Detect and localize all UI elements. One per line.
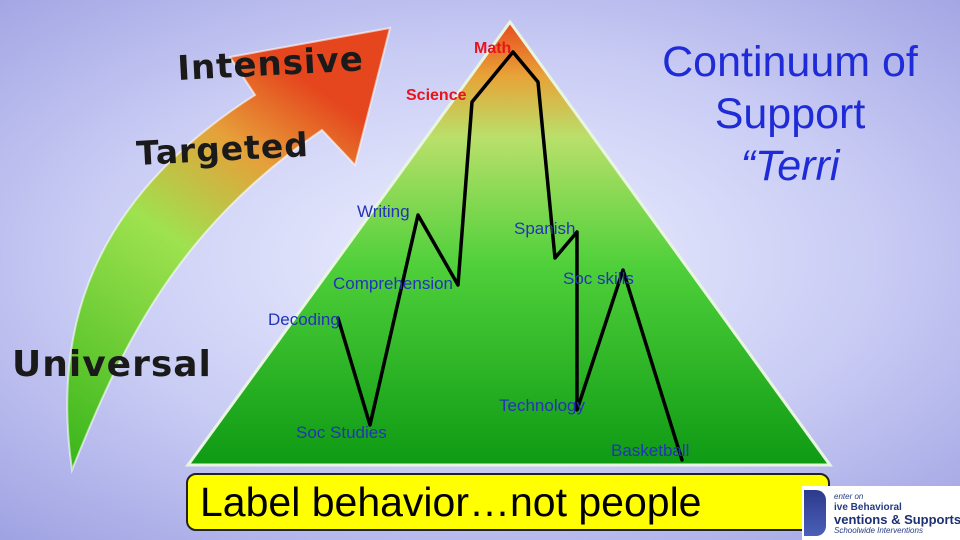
- skill-label-science: Science: [406, 87, 467, 104]
- tier-label-targeted: Targeted: [135, 125, 309, 173]
- skill-profile-line: [336, 50, 684, 462]
- tier-label-intensive: Intensive: [176, 39, 364, 89]
- tier-label-universal: Universal: [12, 344, 212, 385]
- logo-line-1: enter on: [834, 492, 864, 501]
- title-line-3: “Terri: [740, 142, 840, 190]
- slide-title: Continuum of Support “Terri: [630, 36, 950, 192]
- skill-label-comprehension: Comprehension: [333, 274, 453, 293]
- skill-label-soc-studies: Soc Studies: [296, 423, 387, 442]
- skill-label-soc-skills: Soc skills: [563, 269, 634, 288]
- logo-line-2: ive Behavioral: [834, 502, 902, 513]
- title-line-1: Continuum of: [662, 38, 918, 86]
- skill-label-basketball: Basketball: [611, 441, 689, 460]
- skill-label-technology: Technology: [499, 396, 586, 415]
- logo-mark-icon: [804, 490, 826, 536]
- logo-line-4: Schoolwide Interventions: [834, 526, 923, 535]
- title-line-2: Support: [714, 90, 866, 138]
- banner-text: Label behavior…not people: [200, 478, 702, 525]
- label-behavior-banner: Label behavior…not people: [186, 473, 830, 531]
- skill-label-math: Math: [474, 40, 511, 57]
- tier-arrow: [66, 26, 392, 474]
- skill-label-decoding: Decoding: [268, 310, 340, 329]
- pbis-logo: enter on ive Behavioral ventions & Suppo…: [802, 486, 960, 540]
- skill-label-spanish: Spanish: [514, 219, 575, 238]
- logo-line-3: ventions & Supports: [834, 512, 960, 527]
- skill-label-writing: Writing: [357, 202, 410, 221]
